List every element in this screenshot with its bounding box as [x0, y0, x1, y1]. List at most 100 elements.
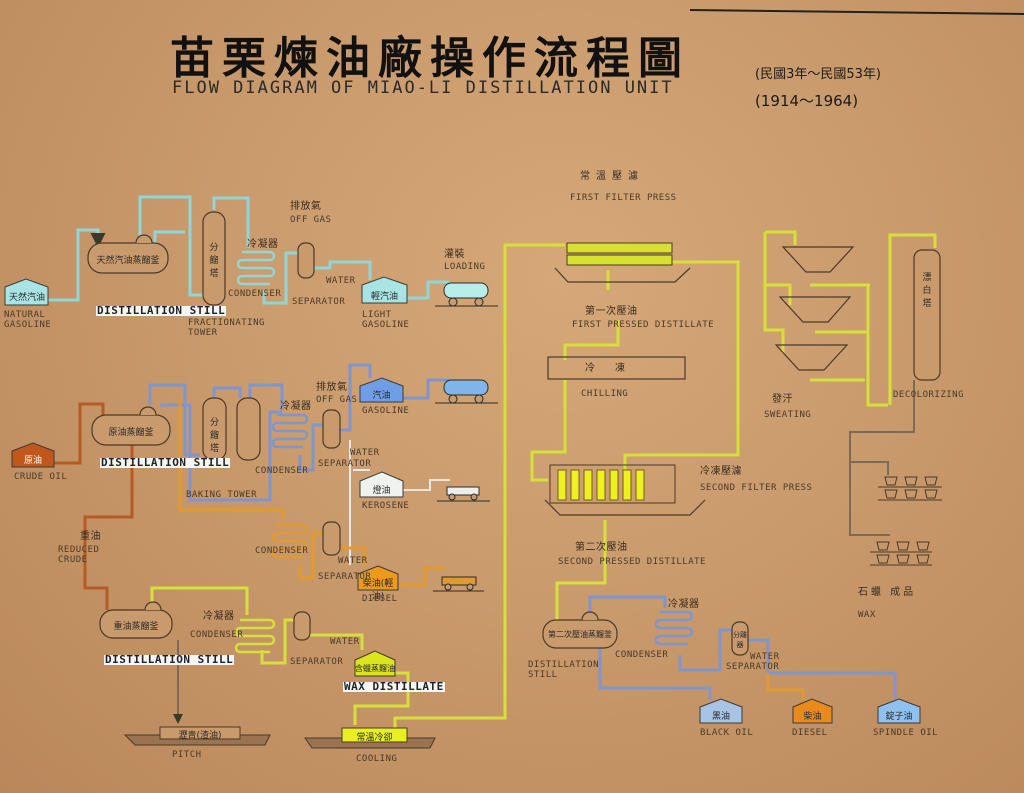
diesel-separator-label: SEPARATOR — [318, 572, 372, 582]
wax-product-label-zh: 石蠟 成品 — [858, 587, 917, 598]
black-oil-tank-label: 黑油 — [711, 712, 730, 722]
first-filter-press-label-zh: 常溫壓濾 — [580, 171, 644, 182]
lube-diesel-label: DIESEL — [792, 728, 828, 738]
decolorizing-column-label-zh: 漂白塔 — [922, 273, 932, 309]
wax-pan-pipes — [173, 380, 915, 724]
reduced-still-label: DISTILLATION STILL — [104, 653, 235, 666]
lube-water-label: WATER — [750, 652, 780, 662]
gasoline-water-label: WATER — [326, 276, 356, 286]
diesel-label: DIESEL — [362, 594, 398, 604]
first-pressed-distillate-label: FIRST PRESSED DISTILLATE — [572, 320, 715, 330]
second-filter-press-label: SECOND FILTER PRESS — [700, 483, 813, 493]
chiller — [547, 356, 686, 380]
cooling-pit-label: 常溫冷卻 — [356, 733, 393, 743]
crude-offgas-label: OFF GAS — [316, 395, 358, 405]
page-title: 苗栗煉油廠操作流程圖 — [170, 33, 690, 84]
crude-still-label-zh: 原油蒸餾釜 — [108, 428, 154, 438]
crude-still — [91, 414, 171, 446]
gasoline-condenser-label: CONDENSER — [228, 289, 282, 299]
kerosene-pipe — [349, 440, 450, 565]
sweating-label: SWEATING — [764, 410, 812, 420]
wax-separator — [293, 611, 311, 641]
era-ad: (1914～1964) — [755, 92, 859, 110]
light-gasoline-tank-label: 輕汽油 — [370, 292, 398, 302]
lube-condenser-label: CONDENSER — [615, 650, 669, 660]
diesel-tank-label: 柴油(輕油) — [362, 579, 394, 602]
filter-presses — [549, 242, 676, 504]
first-pressed-distillate-label-zh: 第一次壓油 — [585, 306, 638, 317]
crude-condenser-label-zh: 冷凝器 — [280, 401, 312, 412]
crude-oil-tank-label: 原油 — [23, 456, 42, 466]
vehicles — [433, 282, 498, 592]
wax-water-label: WATER — [330, 637, 360, 647]
era-roc: (民國3年～民國53年) — [755, 67, 881, 82]
gasoline-still-label: DISTILLATION STILL — [96, 304, 227, 317]
cooling-label: COOLING — [356, 754, 398, 764]
gasoline-condenser-label-zh: 冷凝器 — [247, 239, 279, 250]
gasoline-tank-label: 汽油 — [372, 391, 391, 401]
crude-tower-label: BAKING TOWER — [186, 490, 258, 500]
gasoline-still — [87, 242, 169, 274]
lube-separator-label-zh: 分離器 — [733, 631, 747, 649]
diesel-condenser-label: CONDENSER — [255, 546, 309, 556]
crude-separator — [322, 409, 341, 449]
pitch-label: PITCH — [172, 750, 202, 760]
page-subtitle: FLOW DIAGRAM OF MIAO-LI DISTILLATION UNI… — [172, 78, 674, 98]
wax-condenser-label: CONDENSER — [190, 630, 244, 640]
wax-pans — [870, 476, 942, 566]
second-pressed-distillate-label-zh: 第二次壓油 — [575, 542, 628, 553]
wax-distillate-tank-label: 含蠟蒸餾油 — [355, 664, 395, 673]
gasoline-separator-label: SEPARATOR — [292, 297, 346, 307]
lube-still-label: DISTILLATION STILL — [528, 660, 600, 680]
crude-tower-2 — [236, 397, 261, 461]
wax-pipes — [150, 230, 937, 728]
crude-separator-label: SEPARATOR — [318, 459, 372, 469]
decolorizing-label: DECOLORIZING — [893, 390, 965, 400]
lube-diesel-tank-label: 柴油 — [803, 712, 822, 722]
crude-water-label: WATER — [350, 448, 380, 458]
lube-separator — [731, 621, 749, 656]
black-oil-label: BLACK OIL — [700, 728, 754, 738]
natural-gasoline-tank-label: 天然汽油 — [8, 293, 45, 303]
gasoline-tower-label-zh: 分餾塔 — [209, 243, 219, 279]
storage-tanks — [4, 276, 921, 724]
wax-product-label: WAX — [858, 610, 876, 620]
second-filter-press-label-zh: 冷凍壓濾 — [700, 466, 742, 477]
chiller-label-zh: 冷凍 — [585, 363, 645, 374]
spindle-oil-tank-label: 錠子油 — [885, 712, 913, 722]
pits — [123, 726, 436, 749]
reduced-crude-label: REDUCED CRUDE — [58, 545, 100, 565]
lube-diesel-pipe — [766, 673, 805, 700]
gasoline-label: GASOLINE — [362, 406, 410, 416]
gasoline-separator — [297, 242, 315, 279]
light-gasoline-label: LIGHT GASOLINE — [362, 310, 410, 330]
crude-gas-pipes — [148, 363, 450, 502]
sweating-pans — [774, 246, 855, 371]
diesel-water-label: WATER — [338, 556, 368, 566]
wax-separator-label: SEPARATOR — [290, 657, 344, 667]
crude-pipes — [54, 402, 134, 610]
first-filter-press-label: FIRST FILTER PRESS — [570, 193, 677, 203]
gasoline-offgas-label-zh: 排放氣 — [290, 201, 322, 212]
diesel-pipes — [178, 400, 445, 587]
crude-tower-label-zh: 分餾塔 — [209, 418, 219, 454]
reduced-still — [99, 609, 173, 639]
kerosene-tank-label: 燈油 — [372, 486, 391, 496]
lube-separator-label: SEPARATOR — [726, 662, 780, 672]
reduced-crude-label-zh: 重油 — [80, 531, 101, 542]
loading-label-zh: 灌裝 — [444, 249, 465, 260]
crude-offgas-label-zh: 排放氣 — [316, 382, 348, 393]
crude-oil-label: CRUDE OIL — [14, 472, 68, 482]
second-pressed-distillate-label: SECOND PRESSED DISTILLATE — [558, 557, 706, 567]
natural-gasoline-label: NATURAL GASOLINE — [4, 310, 52, 330]
top-rule — [689, 9, 1024, 15]
lube-still-label-zh: 第二次壓油蒸餾釜 — [548, 630, 612, 639]
loading-label: LOADING — [444, 262, 486, 272]
wax-condenser-label-zh: 冷凝器 — [203, 611, 235, 622]
vessels — [87, 211, 941, 656]
lube-still — [542, 619, 618, 649]
chilling-label: CHILLING — [581, 389, 629, 399]
pitch-pit-label: 瀝青(渣油) — [178, 731, 222, 741]
crude-condenser-label: CONDENSER — [255, 466, 309, 476]
